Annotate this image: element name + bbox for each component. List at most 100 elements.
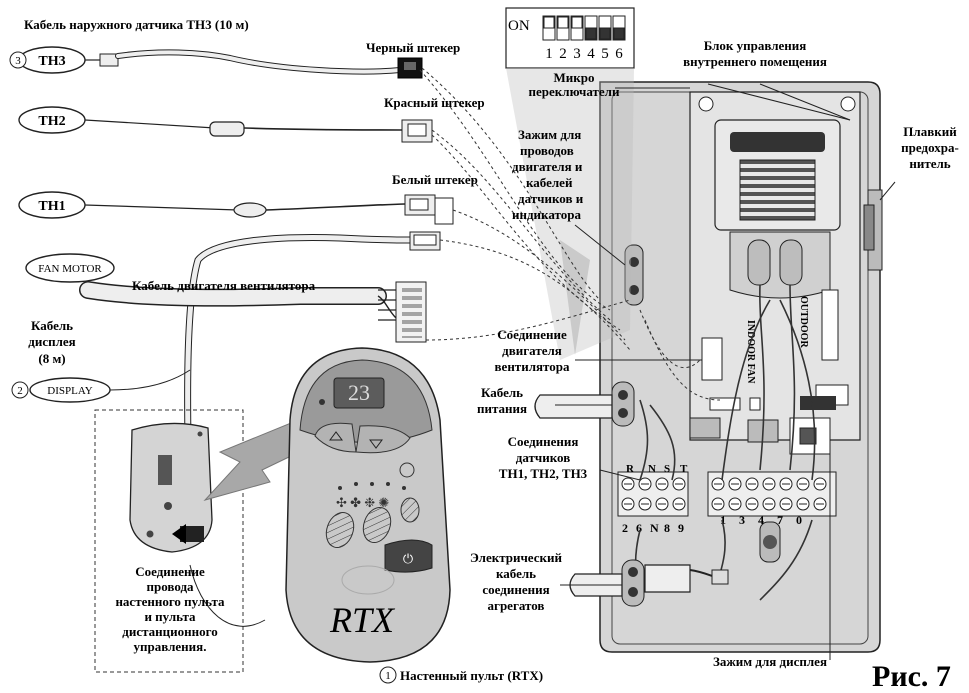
mode-icons: ✣ ✤ ❉ ✺ [336, 495, 389, 510]
fan-motor-bubble: FAN MOTOR [25, 253, 115, 283]
terminal-right-1: 3 [739, 513, 745, 527]
terminal-right-3: 7 [777, 513, 783, 527]
label-power-2: питания [477, 401, 527, 416]
label-micro-2: переключатели [529, 84, 620, 99]
remote-back [129, 422, 213, 553]
routing-lines [419, 67, 721, 401]
label-wire-conn-6: управления. [134, 639, 207, 654]
red-plug [401, 119, 433, 143]
label-fuse-1: Плавкий [903, 124, 957, 139]
label-display-cable-2: дисплея [28, 334, 75, 349]
cable-clamp [624, 244, 644, 306]
dip-switch [505, 7, 635, 69]
label-display-cable-3: (8 м) [38, 351, 65, 366]
dip-position-6: 6 [615, 46, 623, 62]
terminal-r-label: R [626, 463, 635, 475]
label-power-1: Кабель [481, 385, 523, 400]
svg-text:⏻: ⏻ [403, 551, 413, 566]
label-sensor-conn-2: датчиков [516, 450, 570, 465]
fan-connector [701, 337, 723, 381]
label-elec-4: агрегатов [488, 598, 545, 613]
number-1-marker: 1 [379, 666, 397, 684]
board-outdoor-label: OUTDOOR [798, 296, 809, 348]
number-3-marker: 3 [9, 51, 27, 69]
label-red-plug: Красный штекер [384, 95, 485, 110]
svg-text:DISPLAY: DISPLAY [47, 385, 92, 397]
label-display-clamp: Зажим для дисплея [713, 654, 827, 669]
dip-position-1: 1 [545, 46, 553, 62]
remote-display-readout: 23 [348, 380, 370, 405]
terminal-bottom-4: 9 [678, 521, 684, 535]
label-fuse-2: предохра- [901, 140, 959, 155]
remote-power-button [384, 539, 433, 573]
interconnect-cable-gland [621, 559, 645, 607]
terminal-bottom-2: N [650, 521, 659, 535]
dip-position-3: 3 [573, 46, 581, 62]
dip-on-label: ON [508, 18, 530, 34]
dip-position-2: 2 [559, 46, 567, 62]
label-sensor-conn-3: TH1, TH2, TH3 [499, 466, 588, 481]
fan-motor-plug [378, 281, 427, 343]
label-clamp-1: Зажим для [518, 127, 581, 142]
th3-bubble: TH3 [18, 46, 86, 74]
label-sensor-conn-1: Соединения [508, 434, 579, 449]
label-clamp-5: датчиков и [518, 191, 584, 206]
indoor-control-box [599, 81, 883, 653]
terminal-bottom-0: 2 [622, 521, 628, 535]
wall-remote-rtx: 23 ✣ ✤ ❉ ✺ ⏻ RTX [285, 347, 451, 663]
label-fan-cable: Кабель двигателя вентилятора [132, 278, 316, 293]
label-clamp-4: кабелей [526, 175, 573, 190]
label-display-cable-1: Кабель [31, 318, 73, 333]
terminal-t-label: T [680, 463, 688, 475]
figure-label: Рис. 7 [872, 660, 951, 688]
svg-text:FAN MOTOR: FAN MOTOR [38, 263, 102, 275]
label-white-plug: Белый штекер [392, 172, 478, 187]
terminal-right-2: 4 [758, 513, 764, 527]
terminal-n-label: N [648, 463, 656, 475]
black-plug [397, 57, 423, 79]
terminal-right-4: 0 [796, 513, 802, 527]
remote-back-frame [94, 409, 244, 673]
terminal-screws [621, 477, 827, 511]
sensor-cables [79, 49, 416, 524]
remote-display-screen [333, 377, 385, 409]
label-elec-2: кабель [496, 566, 536, 581]
svg-text:TH3: TH3 [38, 54, 65, 69]
white-plug [404, 194, 454, 225]
leader-lines [189, 83, 896, 660]
terminal-right-0: 1 [720, 513, 726, 527]
svg-text:TH1: TH1 [38, 199, 65, 214]
display-bubble: DISPLAY [29, 377, 111, 403]
label-th3-cable: Кабель наружного датчика TH3 (10 м) [24, 17, 249, 32]
remote-down-button [355, 425, 411, 454]
number-2-marker: 2 [11, 381, 29, 399]
terminal-s-label: S [664, 463, 670, 475]
label-black-plug: Черный штекер [366, 40, 460, 55]
power-cable-gland [611, 381, 635, 427]
dip-zoom-beam [506, 68, 634, 360]
svg-text:2: 2 [17, 385, 23, 397]
th1-bubble: TH1 [18, 191, 86, 219]
remote-up-button [314, 422, 357, 453]
label-clamp-3: двигателя и [512, 159, 583, 174]
terminal-bottom-3: 8 [664, 521, 670, 535]
label-wire-conn-5: дистанционного [122, 624, 217, 639]
svg-text:1: 1 [385, 670, 391, 682]
label-wire-conn-4: и пульта [144, 609, 196, 624]
label-fan-conn-3: вентилятора [495, 359, 570, 374]
label-wall-remote: Настенный пульт (RTX) [400, 668, 543, 683]
th2-bubble: TH2 [18, 106, 86, 134]
label-wire-conn-2: провода [146, 579, 194, 594]
label-micro-1: Микро [554, 70, 595, 85]
label-elec-3: соединения [482, 582, 549, 597]
dip-position-4: 4 [587, 46, 595, 62]
remote-brand: RTX [329, 600, 396, 640]
label-indoor-1: Блок управления [704, 38, 807, 53]
svg-text:3: 3 [15, 55, 21, 67]
label-indoor-2: внутреннего помещения [683, 54, 827, 69]
